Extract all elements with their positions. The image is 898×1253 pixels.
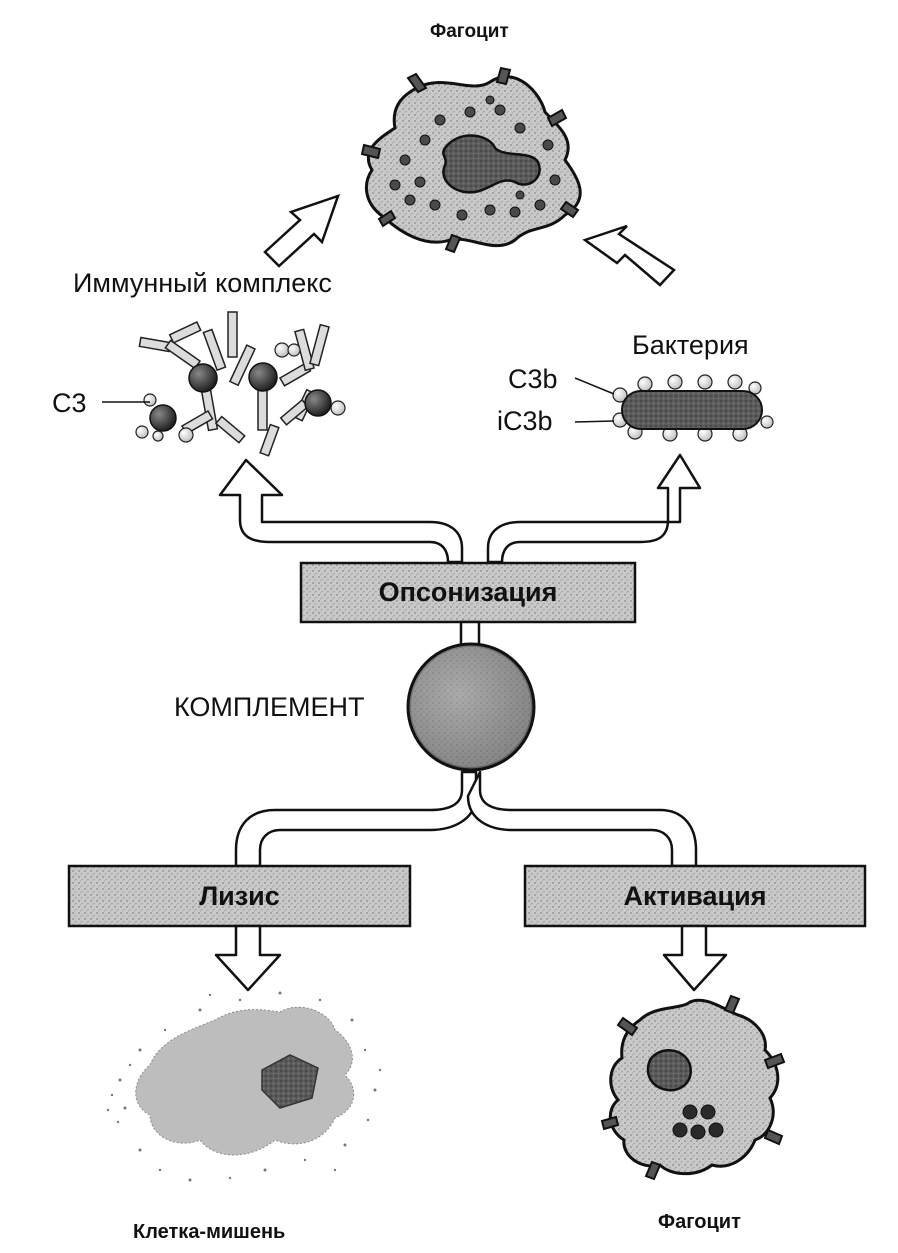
activation-label: Активация: [623, 881, 767, 911]
target-cell-label: Клетка-мишень: [133, 1221, 286, 1243]
opsonization-branch-arrow: [218, 453, 702, 564]
lysis-label: Лизис: [199, 881, 280, 911]
phagocyte-bottom-label: Фагоцит: [658, 1211, 741, 1233]
phagocyte-top-cell: [360, 66, 582, 254]
ic3b-label: iC3b: [497, 406, 553, 436]
complement-label: КОМПЛЕМЕНТ: [174, 692, 365, 722]
arrow-to-phagocyte-right: [582, 224, 676, 287]
bacteria-label: Бактерия: [632, 330, 749, 360]
bacterium: [612, 374, 774, 442]
c3b-pointer-line: [574, 377, 615, 395]
c3-label: C3: [52, 388, 87, 418]
immune-complex-label: Иммунный комплекс: [73, 268, 332, 298]
lysis-box: [67, 864, 412, 928]
arrow-down-lysis: [214, 924, 282, 992]
complement-connector-top: [459, 620, 481, 648]
arrow-down-activation: [662, 924, 728, 992]
arrow-to-phagocyte-left: [263, 193, 341, 268]
phagocyte-top-label: Фагоцит: [430, 21, 509, 42]
target-cell: [106, 991, 382, 1182]
activation-box: [523, 864, 867, 928]
phagocyte-bottom-cell: [600, 994, 786, 1181]
ic3b-pointer-line: [574, 420, 615, 423]
complement-lower-branch: [234, 770, 698, 868]
opsonization-box: [299, 561, 637, 624]
opsonization-label: Опсонизация: [378, 577, 558, 607]
c3b-label: C3b: [508, 364, 558, 394]
immune-complex-molecule: [135, 311, 346, 457]
